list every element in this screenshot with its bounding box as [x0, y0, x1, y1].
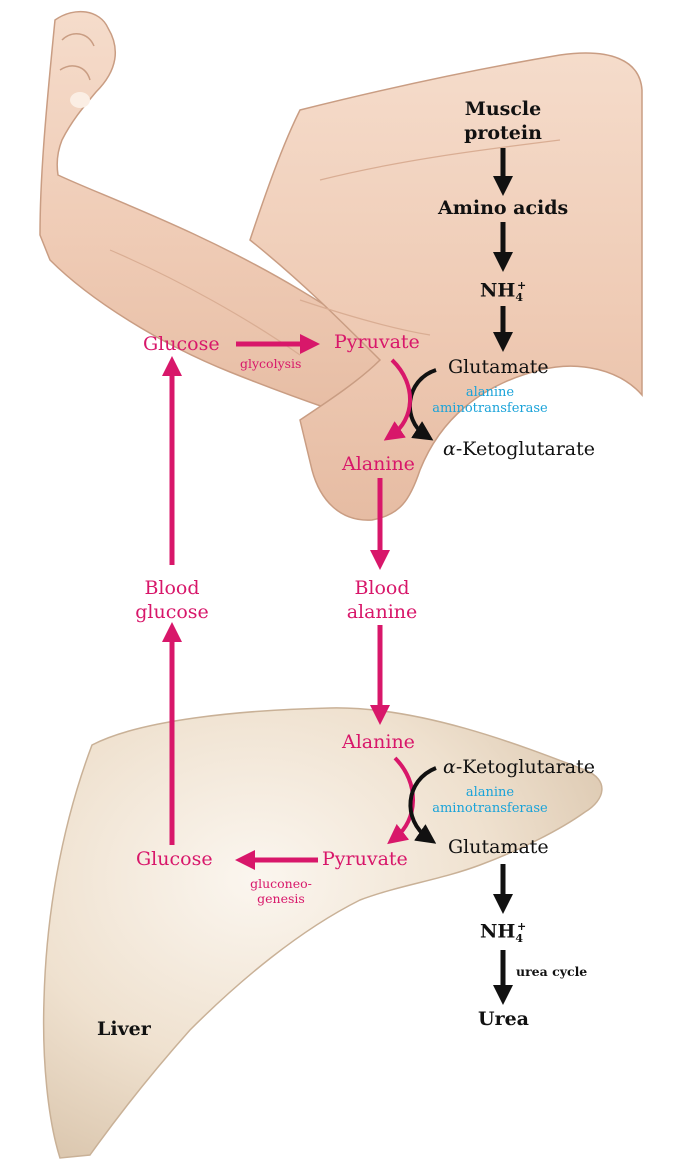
- liver-nh4-base: NH: [480, 920, 515, 942]
- liver-ketoglutarate-label: α-Ketoglutarate: [443, 758, 595, 777]
- muscle-alpha-symbol: α: [443, 438, 456, 460]
- liver-pyruvate-label: Pyruvate: [322, 850, 408, 869]
- muscle-glucose-label: Glucose: [143, 335, 220, 354]
- glycolysis-label: glycolysis: [240, 358, 301, 371]
- blood-alanine-line2: alanine: [336, 600, 428, 624]
- muscle-protein-line2: protein: [448, 121, 558, 145]
- muscle-nh4-sup: +: [517, 279, 526, 292]
- urea-cycle-label: urea cycle: [516, 966, 587, 979]
- liver-glutamate-label: Glutamate: [448, 838, 549, 857]
- blood-glucose-line2: glucose: [126, 600, 218, 624]
- muscle-enzyme-line2: aminotransferase: [420, 401, 560, 417]
- muscle-ketoglutarate-text: -Ketoglutarate: [456, 438, 595, 460]
- knuckle-highlight: [70, 92, 90, 108]
- liver-nh4-label: NH4+: [480, 921, 526, 944]
- gluconeogenesis-label: gluconeo- genesis: [236, 876, 326, 906]
- muscle-nh4-label: NH4+: [480, 280, 526, 303]
- liver-enzyme-label: alanine aminotransferase: [420, 785, 560, 817]
- liver-glucose-label: Glucose: [136, 850, 213, 869]
- muscle-nh4-sub: 4: [515, 291, 523, 304]
- blood-glucose-label: Blood glucose: [126, 576, 218, 624]
- gluconeogenesis-line1: gluconeo-: [236, 876, 326, 891]
- blood-alanine-label: Blood alanine: [336, 576, 428, 624]
- muscle-protein-line1: Muscle: [448, 97, 558, 121]
- muscle-nh4-base: NH: [480, 279, 515, 301]
- muscle-protein-label: Muscle protein: [448, 97, 558, 145]
- liver-enzyme-line1: alanine: [420, 785, 560, 801]
- muscle-ketoglutarate-label: α-Ketoglutarate: [443, 440, 595, 459]
- muscle-enzyme-label: alanine aminotransferase: [420, 385, 560, 417]
- blood-glucose-line1: Blood: [126, 576, 218, 600]
- liver-organ-label: Liver: [97, 1020, 151, 1039]
- urea-label: Urea: [478, 1010, 529, 1029]
- liver-nh4-sub: 4: [515, 932, 523, 945]
- muscle-enzyme-line1: alanine: [420, 385, 560, 401]
- liver-enzyme-line2: aminotransferase: [420, 801, 560, 817]
- gluconeogenesis-line2: genesis: [236, 891, 326, 906]
- blood-alanine-line1: Blood: [336, 576, 428, 600]
- amino-acids-label: Amino acids: [438, 199, 568, 218]
- muscle-pyruvate-label: Pyruvate: [334, 333, 420, 352]
- liver-nh4-sup: +: [517, 920, 526, 933]
- liver-ketoglutarate-text: -Ketoglutarate: [456, 756, 595, 778]
- muscle-glutamate-label: Glutamate: [448, 358, 549, 377]
- liver-alpha-symbol: α: [443, 756, 456, 778]
- muscle-alanine-label: Alanine: [342, 455, 415, 474]
- liver-alanine-label: Alanine: [342, 733, 415, 752]
